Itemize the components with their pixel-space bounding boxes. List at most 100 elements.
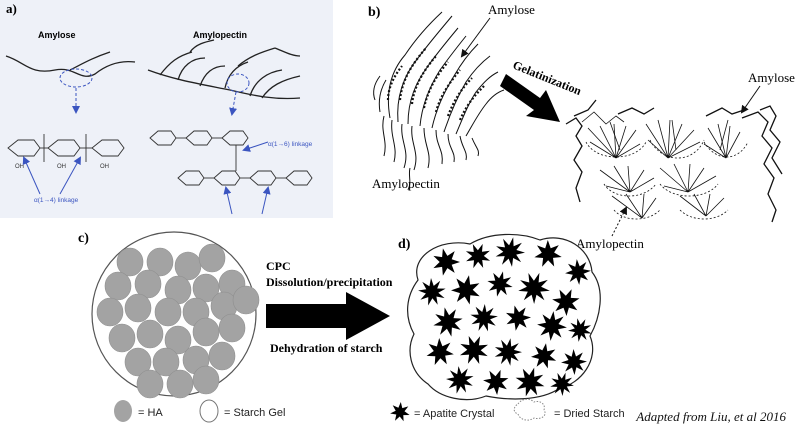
panel-b-label: b) xyxy=(368,5,381,20)
apatite-crystal xyxy=(487,271,513,297)
panel-d-label: d) xyxy=(398,237,411,252)
apatite-crystals xyxy=(418,237,592,397)
apatite-crystal xyxy=(433,248,460,276)
starch-gel-legend-label: = Starch Gel xyxy=(224,407,285,419)
apatite-crystal xyxy=(433,307,463,337)
apatite-crystal xyxy=(418,278,446,306)
apatite-crystal-legend-label: = Apatite Crystal xyxy=(414,408,494,420)
amylopectin-tree xyxy=(147,39,301,100)
panel-c-label: c) xyxy=(78,231,89,246)
apatite-crystal xyxy=(568,318,592,342)
ha-particle xyxy=(198,243,226,273)
amylose-title: Amylose xyxy=(38,30,76,40)
starch-granule-hatch xyxy=(386,47,485,121)
alpha16-label: α(1→6) linkage xyxy=(268,141,313,148)
alpha16-arrow xyxy=(242,141,269,152)
ha-particle xyxy=(152,347,180,377)
ha-particle xyxy=(104,271,132,301)
ha-particle xyxy=(218,313,246,343)
apatite-crystal xyxy=(534,240,562,267)
figure-caption: Adapted from Liu, et al 2016 xyxy=(636,409,786,424)
panel-a-background xyxy=(0,0,333,218)
alpha14-right-arrow xyxy=(261,186,271,215)
ha-legend-label: = HA xyxy=(138,407,163,419)
ha-particle xyxy=(164,325,192,355)
ha-particle xyxy=(124,293,152,323)
panel-b: b) xyxy=(368,2,795,251)
process-line-1: CPC xyxy=(266,259,291,273)
apatite-crystal xyxy=(531,343,557,369)
apatite-crystal xyxy=(426,338,454,365)
ha-particle xyxy=(124,347,152,377)
apatite-crystal xyxy=(515,367,545,397)
amylose-right-label: Amylose xyxy=(748,70,795,85)
amylopectin-zoom-circle xyxy=(226,73,250,93)
ha-particle xyxy=(146,247,174,277)
apatite-crystal xyxy=(495,237,525,267)
panel-a-label: a) xyxy=(6,1,17,16)
ha-particle xyxy=(154,297,182,327)
amylose-right-pointer xyxy=(740,85,761,114)
apatite-crystal xyxy=(537,311,567,341)
apatite-crystal xyxy=(561,349,587,375)
ha-particle xyxy=(192,273,220,303)
dried-starch-legend-label: = Dried Starch xyxy=(554,408,625,420)
ha-particle xyxy=(208,341,236,371)
ha-legend-swatch xyxy=(114,400,132,422)
amylose-zoom-circle xyxy=(59,68,93,88)
apatite-crystal-legend-swatch xyxy=(390,402,410,422)
amylopectin-right-label: Amylopectin xyxy=(576,236,644,251)
panel-c: c) CPC Dissolution/precipitation Dehydra… xyxy=(78,231,393,423)
alpha14-right-arrow xyxy=(223,186,233,215)
apatite-crystal xyxy=(506,305,531,331)
starch-granule-strands xyxy=(382,115,479,191)
ha-particle xyxy=(192,317,220,347)
apatite-crystal xyxy=(552,289,580,316)
ha-particle xyxy=(136,369,164,399)
alpha14-left-label: α(1→4) linkage xyxy=(34,197,79,204)
ha-particle xyxy=(136,319,164,349)
panel-a: a) Amylose Amylopectin xyxy=(0,0,333,218)
apatite-crystal xyxy=(451,275,480,305)
amylose-pointer xyxy=(460,17,491,58)
ha-particle xyxy=(134,269,162,299)
amylopectin-right-pointer xyxy=(611,206,627,237)
ha-particle xyxy=(192,365,220,395)
apatite-crystal xyxy=(483,369,509,395)
amylose-chain-segment xyxy=(69,51,111,71)
process-line-2: Dissolution/precipitation xyxy=(266,275,393,289)
amylopectin-bottom-label: Amylopectin xyxy=(372,176,440,191)
process-line-3: Dehydration of starch xyxy=(270,341,383,355)
alpha14-left-arrow xyxy=(22,156,41,195)
gelatinization-arrow xyxy=(500,74,560,122)
ha-particle xyxy=(116,247,144,277)
amylose-chain xyxy=(5,55,136,77)
gelatinized-network xyxy=(581,111,749,220)
apatite-crystal xyxy=(460,336,488,364)
free-amylose-chains xyxy=(565,99,783,223)
oh-label: OH xyxy=(57,164,66,170)
alpha14-left-arrow xyxy=(59,156,81,195)
apatite-crystal xyxy=(446,366,474,394)
starch-gel-legend-swatch xyxy=(199,399,219,423)
ha-particle xyxy=(166,369,194,399)
process-arrow xyxy=(266,292,390,340)
oh-label: OH xyxy=(15,164,24,170)
apatite-crystal xyxy=(550,372,574,396)
panel-d: d) = Apatite Crystal = Dried Starch xyxy=(390,233,625,422)
ha-particle xyxy=(108,323,136,353)
dried-starch-legend-swatch xyxy=(513,398,546,421)
oh-label: OH xyxy=(100,164,109,170)
amylopectin-glucose-units xyxy=(149,130,313,186)
apatite-crystal xyxy=(494,338,522,366)
amylopectin-zoom-arrow xyxy=(229,91,238,116)
apatite-crystal xyxy=(465,243,491,269)
ha-particles xyxy=(96,243,260,399)
ha-particle xyxy=(96,297,124,327)
amylopectin-title: Amylopectin xyxy=(193,30,247,40)
ha-particle xyxy=(232,285,260,315)
amylose-glucose-units xyxy=(7,134,125,162)
apatite-crystal xyxy=(565,259,591,285)
